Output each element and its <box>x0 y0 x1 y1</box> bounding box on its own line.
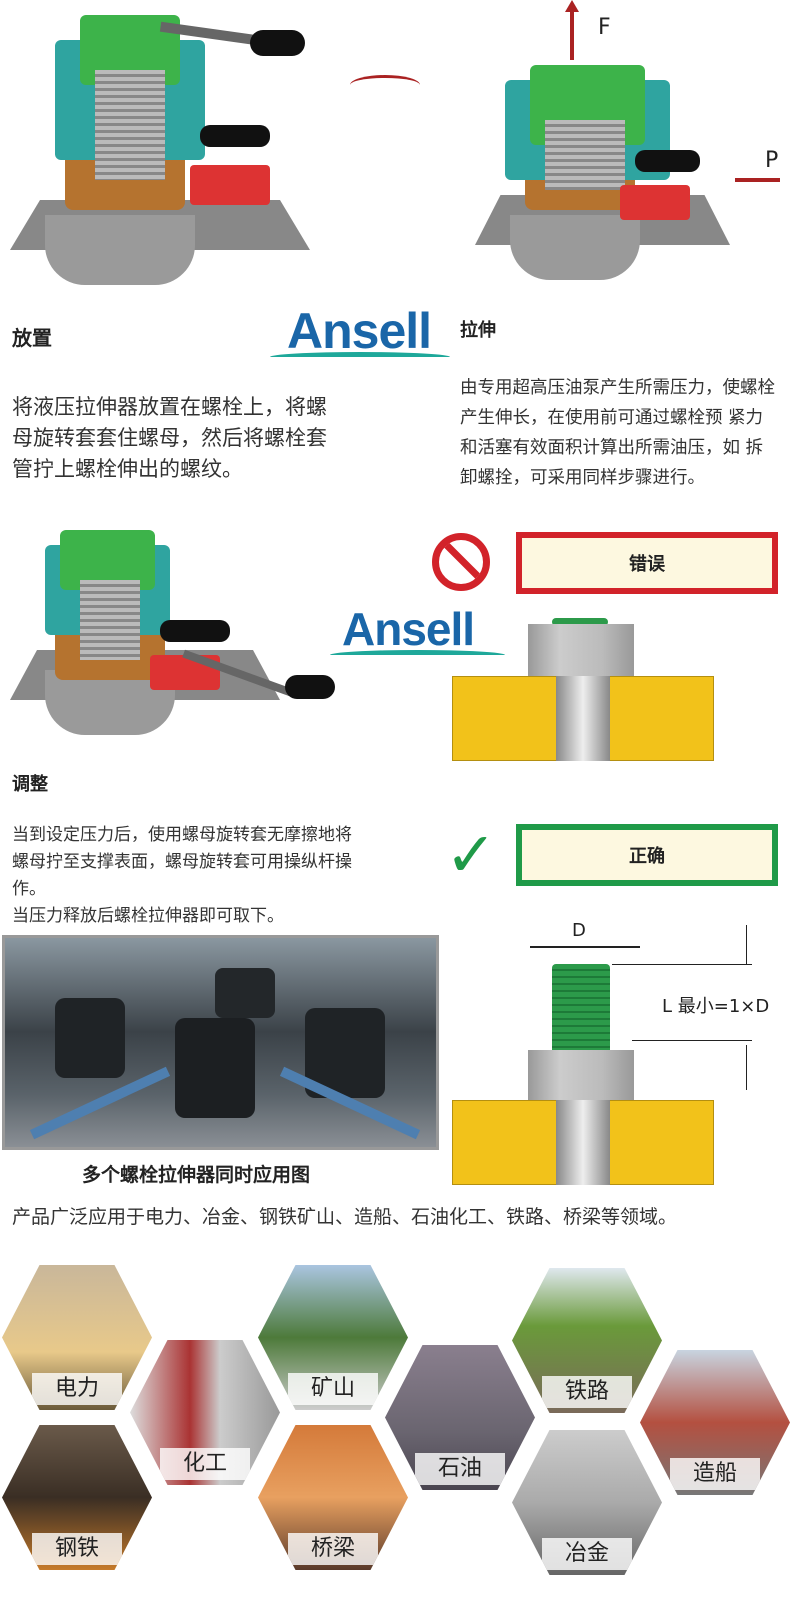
length-rule-label: L 最小=1×D <box>662 996 770 1017</box>
step-place-title: 放置 <box>12 326 52 350</box>
industry-label: 桥梁 <box>288 1533 378 1565</box>
industry-label: 矿山 <box>288 1373 378 1405</box>
wrong-label-box: 错误 <box>516 532 778 594</box>
industry-tile-metallurgy: 冶金 <box>512 1430 662 1575</box>
industry-tile-petroleum: 石油 <box>385 1345 535 1490</box>
industry-label: 钢铁 <box>32 1533 122 1565</box>
prohibited-icon <box>432 533 490 591</box>
industry-tile-chemical: 化工 <box>130 1340 280 1485</box>
ansell-logo-swoosh-2 <box>330 650 505 660</box>
pressure-label: P <box>765 148 779 173</box>
tensioner-illustration-tension <box>470 0 800 290</box>
force-label: F <box>598 15 611 40</box>
step-tension-text: 由专用超高压油泵产生所需压力，使螺栓产生伸长，在使用前可通过螺栓预 紧力和活塞有… <box>460 378 775 488</box>
force-arrow-icon <box>570 5 574 60</box>
step-adjust-text-2: 当压力释放后螺栓拉伸器即可取下。 <box>12 906 284 926</box>
ansell-logo-swoosh <box>270 352 450 362</box>
ansell-logo-2: Ansell <box>342 603 475 655</box>
right-label: 正确 <box>629 846 665 867</box>
industry-label: 化工 <box>160 1448 250 1480</box>
industry-label: 石油 <box>415 1453 505 1485</box>
wrong-label: 错误 <box>629 554 665 575</box>
tensioner-illustration-adjust <box>0 525 380 755</box>
industry-tile-bridge: 桥梁 <box>258 1425 408 1570</box>
industry-label: 造船 <box>670 1458 760 1490</box>
step-adjust-title: 调整 <box>12 774 48 795</box>
step-tension-title: 拉伸 <box>460 320 496 341</box>
right-bolt-diagram: D L 最小=1×D <box>452 920 772 1185</box>
tensioner-illustration-place <box>0 0 330 290</box>
industry-tile-steel: 钢铁 <box>2 1425 152 1570</box>
diameter-label: D <box>572 920 586 941</box>
industry-tile-shipbuilding: 造船 <box>640 1350 790 1495</box>
step-adjust-text: 当到设定压力后，使用螺母旋转套无摩擦地将螺母拧至支撑表面，螺母旋转套可用操纵杆操… <box>12 825 352 899</box>
photo-caption: 多个螺栓拉伸器同时应用图 <box>82 1164 311 1186</box>
wrong-bolt-diagram <box>452 618 714 763</box>
industry-tile-mining: 矿山 <box>258 1265 408 1410</box>
pressure-arrow-icon <box>735 178 780 182</box>
industry-label: 电力 <box>32 1373 122 1405</box>
industry-tile-power: 电力 <box>2 1265 152 1410</box>
check-icon: ✓ <box>445 818 497 891</box>
step-place-text: 将液压拉伸器放置在螺栓上，将螺母旋转套套住螺母，然后将螺栓套管拧上螺栓伸出的螺纹… <box>12 395 327 481</box>
rotate-arrow-icon <box>350 75 420 95</box>
ansell-logo: Ansell <box>287 303 432 359</box>
industry-label: 冶金 <box>542 1538 632 1570</box>
multi-tensioner-photo <box>2 935 439 1150</box>
industry-label: 铁路 <box>542 1376 632 1408</box>
right-label-box: 正确 <box>516 824 778 886</box>
industry-tile-railway: 铁路 <box>512 1268 662 1413</box>
applications-text: 产品广泛应用于电力、冶金、钢铁矿山、造船、石油化工、铁路、桥梁等领域。 <box>12 1206 678 1228</box>
